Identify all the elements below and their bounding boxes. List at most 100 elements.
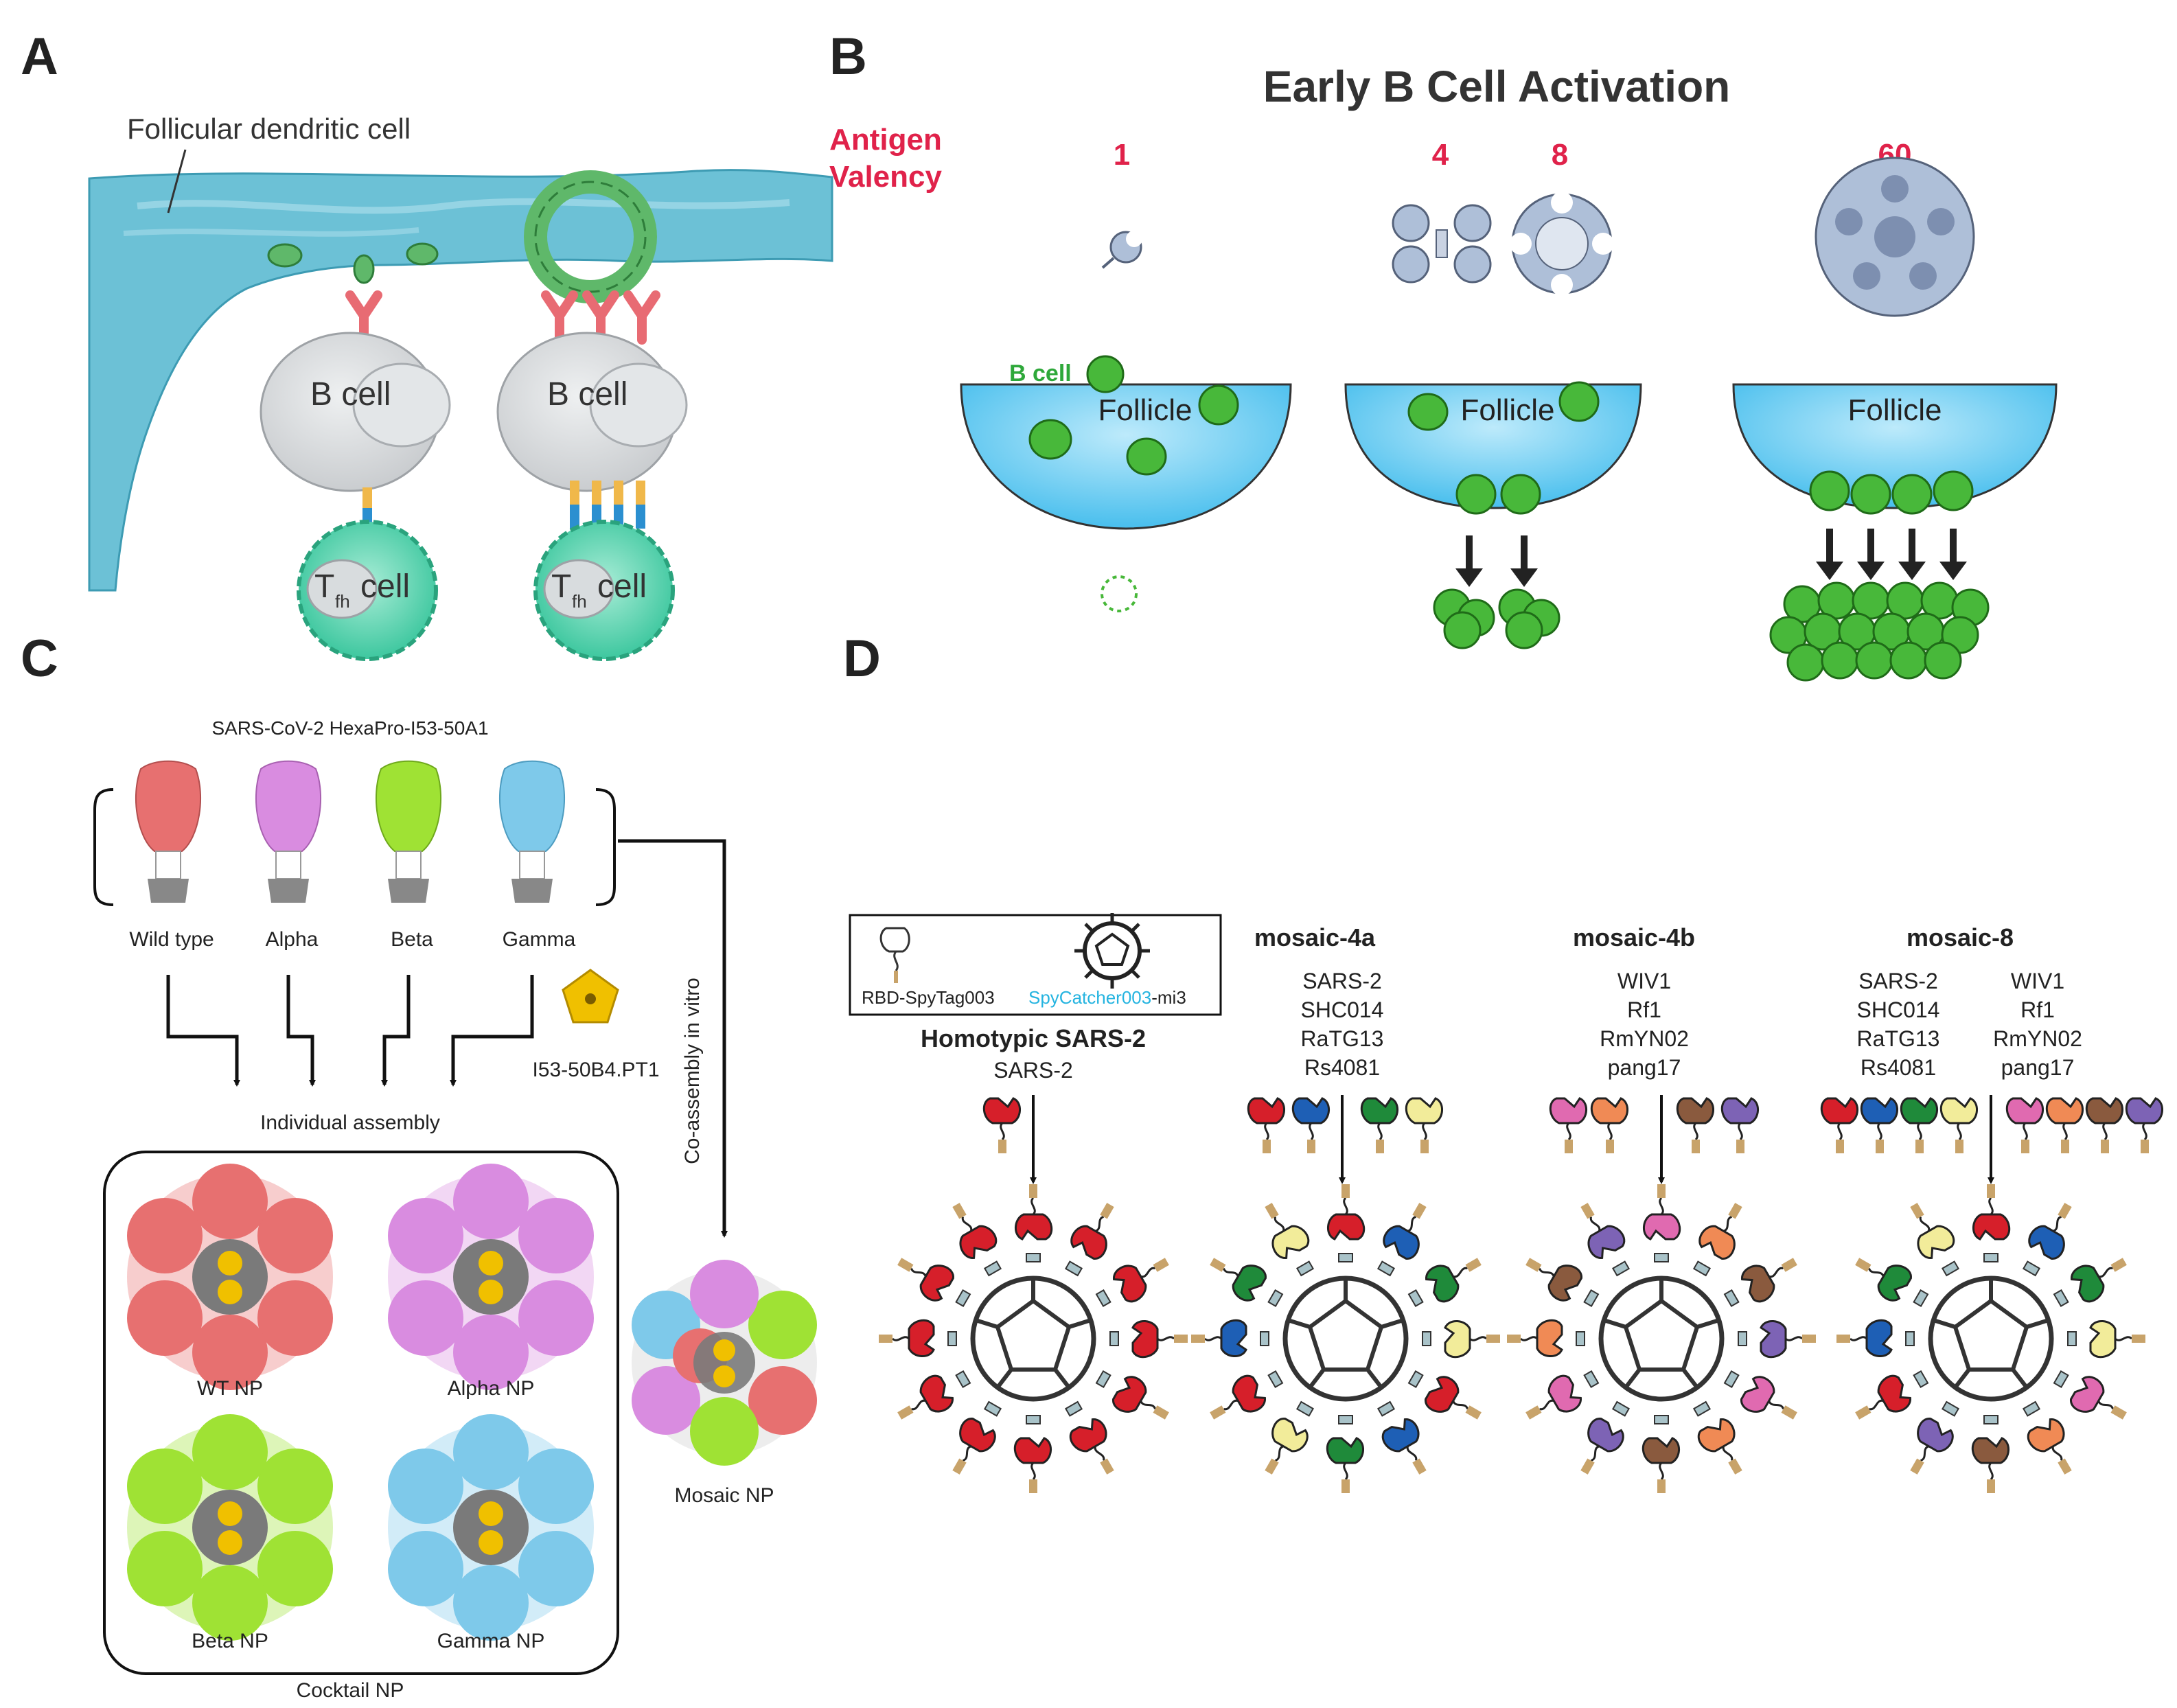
spycatcher-link (1407, 1289, 1424, 1308)
follicle-label: Follicle (1848, 393, 1942, 427)
multivalent-antigen-ring (524, 170, 657, 303)
spycatcher-link (1422, 1331, 1431, 1346)
valency-1: 1 (1114, 138, 1130, 172)
tfh-label-sub: fh (335, 591, 350, 612)
b-cell-nucleus (589, 362, 688, 448)
valency-4: 4 (1432, 138, 1449, 172)
coassembly-label: Co-assembly in vitro (681, 978, 704, 1164)
spike-beta (375, 760, 442, 903)
spycatcher-link (955, 1289, 971, 1308)
bracket-right (595, 788, 616, 906)
spycatcher-link (2022, 1260, 2041, 1277)
spycatcher-link (1983, 1415, 1999, 1424)
panel-letter-b: B (829, 27, 867, 86)
rbd-icon (1698, 1203, 1742, 1260)
rbd-icon (1740, 1376, 1797, 1420)
rbd-icon (1643, 1184, 1681, 1240)
gamma-np (388, 1414, 594, 1641)
rbd-icon (2027, 1418, 2072, 1475)
mosaic-4a-item: RaTG13 (1301, 1026, 1384, 1051)
rbd-icon (1760, 1320, 1816, 1359)
mosaic-8-item: Rf1 (2020, 997, 2055, 1022)
spycatcher-link (1723, 1289, 1740, 1308)
spycatcher-link (947, 1331, 957, 1346)
spycatcher-link (1692, 1260, 1712, 1277)
expansion-arrows (1455, 529, 1967, 587)
rbd-icon (1855, 1374, 1911, 1420)
tfh-label-t: T (314, 568, 334, 605)
panel-letter-c: C (21, 630, 58, 688)
panel-letter-d: D (843, 630, 881, 688)
spycatcher-link (2053, 1289, 2069, 1308)
rbd-icon (1381, 1418, 1427, 1475)
fdc-pointer (167, 149, 187, 214)
rbd-icon (1265, 1418, 1309, 1475)
rbd-icon (1580, 1203, 1626, 1259)
spycatcher-link (1983, 1253, 1999, 1262)
rbd-icon (1971, 1437, 2009, 1493)
mosaic-8-item: WIV1 (2011, 969, 2064, 993)
rbd-icon (1327, 1184, 1366, 1240)
spycatcher-link (983, 1260, 1002, 1277)
bracket-left (93, 788, 114, 906)
monovalent-antigen (1101, 231, 1142, 269)
spycatcher-link (1654, 1253, 1669, 1262)
mosaic-4b-item: Rf1 (1627, 997, 1661, 1022)
rbd-icon (1070, 1203, 1114, 1260)
rbd-icon (952, 1418, 996, 1475)
mosaic-8-item: RaTG13 (1857, 1026, 1940, 1051)
tfh-label-cell: cell (360, 568, 410, 605)
rbd-icon (1525, 1258, 1582, 1302)
rbd-icon (2085, 1097, 2123, 1153)
panel-letter-a: A (21, 27, 58, 86)
panel-d: RBD-SpyTag003 SpyCatcher003-mi3 Homotypi… (849, 913, 2163, 1493)
tfh-nucleus (306, 559, 378, 619)
pentamer-label: I53-50B4.PT1 (532, 1059, 659, 1081)
spycatcher-mi3-icon (1074, 913, 1150, 989)
panel-c-header: SARS-CoV-2 HexaPro-I53-50A1 (211, 717, 488, 739)
mosaic-np-label: Mosaic NP (674, 1484, 774, 1507)
rbd-icon (1444, 1320, 1500, 1359)
spycatcher-link (1267, 1289, 1284, 1308)
np-label: Beta NP (192, 1630, 268, 1652)
bcr-antibody (541, 290, 578, 345)
spycatcher-link (1377, 1260, 1396, 1277)
rbd-icon (1013, 1437, 1052, 1493)
spycatcher-link (1576, 1331, 1585, 1346)
absent-b-cell (1101, 575, 1138, 612)
rbd-icon (1525, 1374, 1582, 1420)
spycatcher-link (1295, 1400, 1315, 1417)
rbd-icon (1112, 1376, 1169, 1420)
rbd-icon (1939, 1097, 1978, 1153)
rbd-icon (2045, 1097, 2084, 1153)
antigen (353, 254, 375, 284)
rbd-icon (1069, 1418, 1114, 1475)
spycatcher-link (1026, 1415, 1041, 1424)
mosaic-np (632, 1260, 817, 1466)
spycatcher-link (1109, 1331, 1119, 1346)
rbd-icon (1972, 1184, 2011, 1240)
beta-np (127, 1414, 333, 1641)
spycatcher-link (1723, 1370, 1740, 1389)
valency-8: 8 (1552, 138, 1568, 172)
mosaic-4b-item: WIV1 (1617, 969, 1671, 993)
spycatcher-link (1295, 1260, 1315, 1277)
mosaic-8-item: Rs4081 (1861, 1055, 1936, 1080)
mosaic-4a-item: SHC014 (1301, 997, 1384, 1022)
rbd-icon (1507, 1319, 1563, 1357)
rbd-icon (1642, 1437, 1680, 1493)
spycatcher-link (1692, 1400, 1712, 1417)
mosaic-8-np (1836, 1184, 2145, 1493)
spycatcher-link (1064, 1260, 1083, 1277)
variant-label: Beta (391, 928, 433, 951)
rbd-icon (1383, 1203, 1427, 1260)
antigen (267, 243, 303, 268)
rbd-icon (1910, 1203, 1955, 1259)
rbd-icon (1549, 1097, 1587, 1153)
rbd-icon (2089, 1320, 2145, 1359)
spycatcher-link (1941, 1260, 1960, 1277)
rbd-icon (2028, 1203, 2072, 1260)
follicle-b-cells (1028, 355, 1974, 515)
spycatcher-link (1583, 1370, 1600, 1389)
